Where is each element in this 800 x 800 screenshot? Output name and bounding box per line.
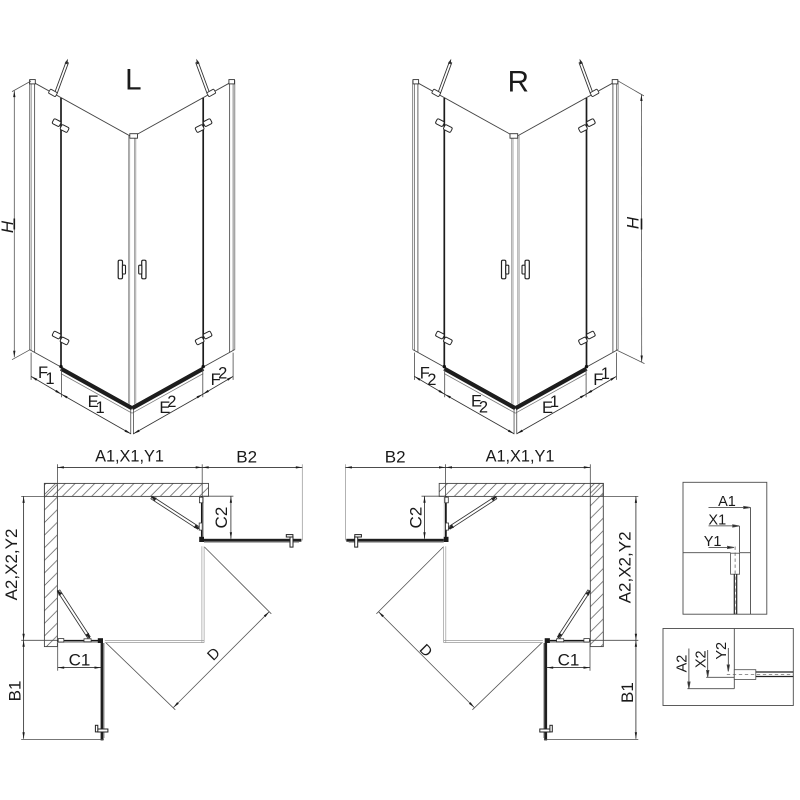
svg-text:X2: X2 (693, 650, 709, 668)
svg-text:A2,X2,Y2: A2,X2,Y2 (2, 529, 21, 601)
svg-text:F: F (38, 364, 48, 382)
svg-text:B1: B1 (6, 681, 25, 702)
svg-text:F: F (420, 365, 430, 383)
svg-text:X1: X1 (708, 513, 726, 529)
svg-text:2: 2 (218, 365, 227, 383)
svg-text:E: E (159, 399, 170, 417)
svg-text:A1: A1 (718, 494, 736, 510)
svg-text:2: 2 (427, 371, 436, 389)
svg-text:2: 2 (167, 393, 176, 411)
svg-text:A2: A2 (675, 655, 691, 673)
svg-text:H: H (623, 216, 642, 229)
svg-text:Y1: Y1 (704, 534, 722, 550)
svg-text:A2,X2,Y2: A2,X2,Y2 (616, 531, 635, 603)
svg-text:F: F (211, 371, 221, 389)
svg-text:2: 2 (479, 399, 488, 417)
svg-text:C1: C1 (558, 650, 580, 669)
svg-text:C2: C2 (212, 507, 231, 529)
svg-text:B2: B2 (236, 448, 257, 467)
svg-text:1: 1 (96, 399, 105, 417)
svg-text:E: E (542, 399, 553, 417)
svg-text:A1,X1,Y1: A1,X1,Y1 (486, 448, 555, 466)
svg-text:A1,X1,Y1: A1,X1,Y1 (95, 448, 164, 466)
svg-text:1: 1 (45, 370, 54, 388)
svg-text:L: L (125, 63, 141, 96)
svg-text:C1: C1 (69, 650, 91, 669)
svg-text:1: 1 (550, 393, 559, 411)
svg-text:C2: C2 (406, 507, 425, 529)
svg-text:E: E (88, 393, 99, 411)
svg-text:B1: B1 (618, 682, 637, 703)
svg-text:1: 1 (601, 365, 610, 383)
svg-text:B2: B2 (385, 448, 406, 467)
svg-text:Y2: Y2 (714, 642, 730, 660)
svg-text:E: E (471, 393, 482, 411)
svg-text:F: F (593, 371, 603, 389)
svg-text:R: R (508, 66, 529, 99)
svg-text:H: H (0, 220, 17, 233)
